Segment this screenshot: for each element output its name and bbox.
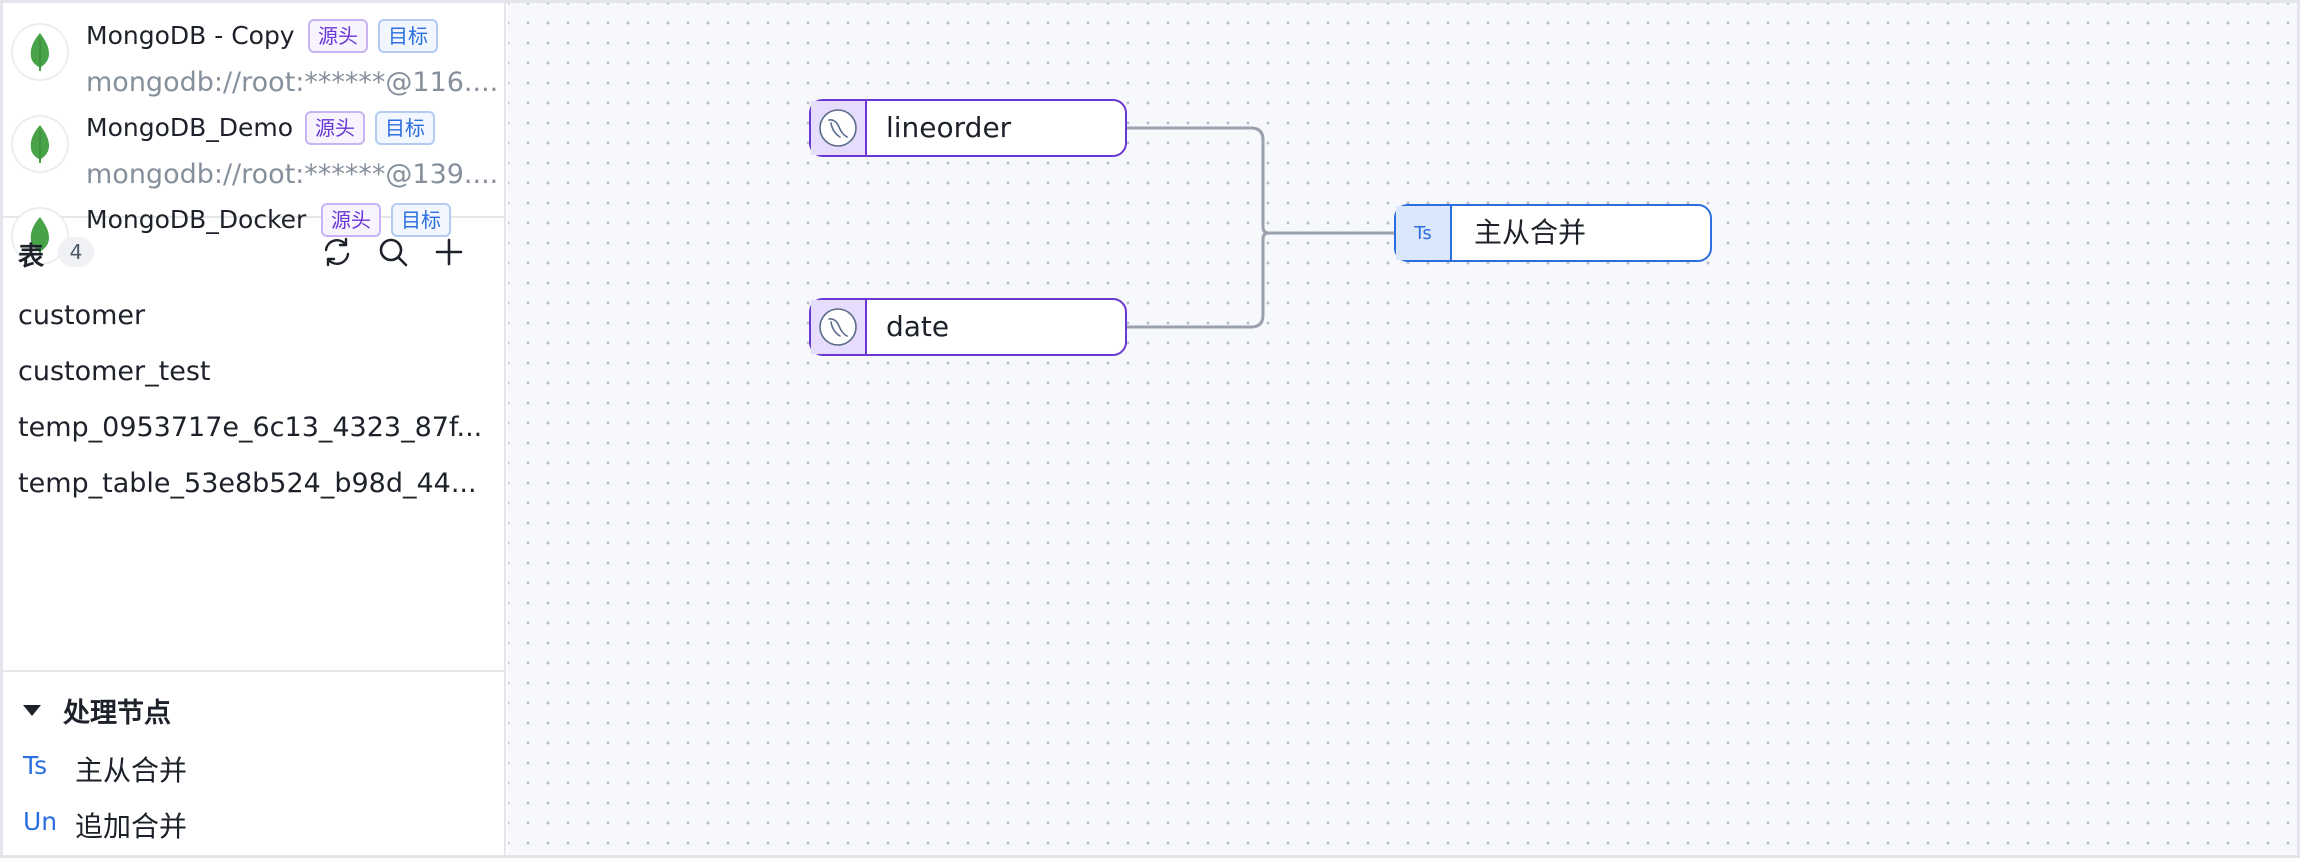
node-master-slave-merge[interactable]: Ts 主从合并 <box>1394 204 1712 262</box>
edge-layer <box>1126 126 1441 329</box>
connection-uri: mongodb://root:******@116.... <box>86 67 499 98</box>
connection-uri: mongodb://root:******@139.... <box>86 159 499 190</box>
search-icon[interactable] <box>375 234 411 270</box>
merge-node-type-icon: Ts <box>1396 206 1452 260</box>
connection-item[interactable]: MongoDB - Copy 源头 目标 mongodb://root:****… <box>3 3 506 98</box>
caret-down-icon <box>23 704 41 716</box>
edge-date-to-merge[interactable] <box>1126 231 1270 329</box>
source-tag: 源头 <box>308 19 368 53</box>
node-label: 主从合并 <box>1474 216 1587 249</box>
table-item[interactable]: temp_0953717e_6c13_4323_87f... <box>18 412 483 443</box>
node-date[interactable]: date <box>809 298 1127 356</box>
mysql-dolphin-icon <box>811 300 867 354</box>
connection-list: MongoDB - Copy 源头 目标 mongodb://root:****… <box>3 3 506 265</box>
mongodb-leaf-icon <box>11 115 69 173</box>
tables-count-badge: 4 <box>58 237 94 267</box>
tables-header: 表 4 <box>3 218 506 278</box>
source-tag: 源头 <box>321 203 381 237</box>
table-item[interactable]: temp_table_53e8b524_b98d_44... <box>18 468 477 499</box>
source-tag: 源头 <box>305 111 365 145</box>
dag-canvas[interactable]: lineorder date Ts 主从合并 <box>508 3 2297 855</box>
target-tag: 目标 <box>375 111 435 145</box>
processing-nodes-section: 处理节点 Ts 主从合并 Un 追加合并 <box>3 670 506 855</box>
sidebar: MongoDB - Copy 源头 目标 mongodb://root:****… <box>3 3 506 855</box>
connection-name: MongoDB - Copy <box>86 21 295 50</box>
processing-nodes-toggle[interactable]: 处理节点 <box>23 690 171 730</box>
node-abbr: Ts <box>1414 222 1432 244</box>
node-type-icon: Un <box>23 807 58 836</box>
table-list: customer customer_test temp_0953717e_6c1… <box>3 288 506 512</box>
node-lineorder[interactable]: lineorder <box>809 99 1127 157</box>
node-label: lineorder <box>886 111 1012 144</box>
add-icon[interactable] <box>431 234 467 270</box>
connection-name: MongoDB_Docker <box>86 205 307 234</box>
processing-node-item[interactable]: Un 追加合并 <box>3 795 506 851</box>
processing-node-label: 追加合并 <box>75 810 188 843</box>
node-label: date <box>886 310 950 343</box>
refresh-icon[interactable] <box>319 234 355 270</box>
node-type-icon: Ts <box>23 751 48 780</box>
processing-nodes-title: 处理节点 <box>63 697 171 729</box>
processing-node-item[interactable]: Ts 主从合并 <box>3 739 506 795</box>
connection-item[interactable]: MongoDB_Demo 源头 目标 mongodb://root:******… <box>3 95 506 190</box>
processing-node-label: 主从合并 <box>75 754 188 787</box>
target-tag: 目标 <box>391 203 451 237</box>
connection-item[interactable]: MongoDB_Docker 源头 目标 <box>3 187 506 279</box>
target-tag: 目标 <box>378 19 438 53</box>
mongodb-leaf-icon <box>11 23 69 81</box>
table-item[interactable]: customer_test <box>18 356 211 387</box>
edge-lineorder-to-merge[interactable] <box>1126 126 1441 239</box>
connection-name: MongoDB_Demo <box>86 113 294 142</box>
mysql-dolphin-icon <box>811 101 867 155</box>
tables-title: 表 <box>18 242 45 272</box>
table-item[interactable]: customer <box>18 300 146 331</box>
